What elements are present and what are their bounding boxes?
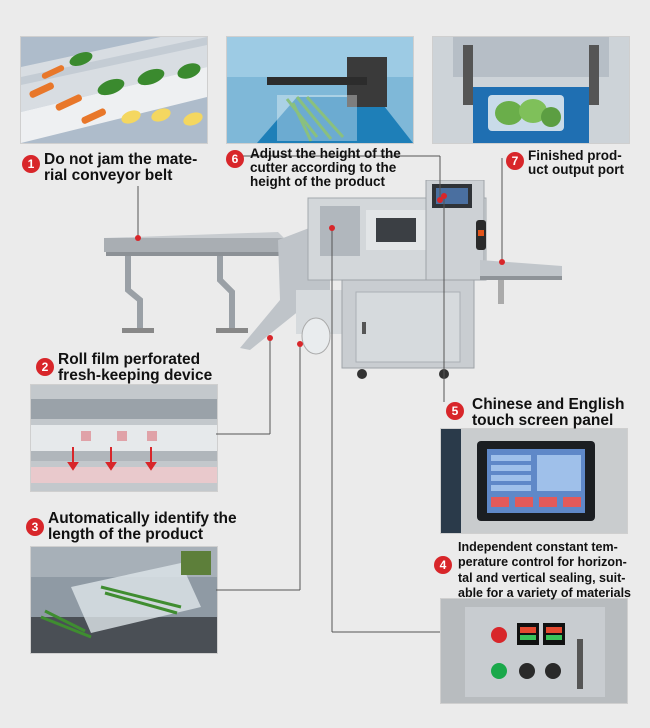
callout-label-2-line1: Roll film perforated [58,351,201,368]
anchor-dot-3 [297,341,303,347]
machine-illustration [100,179,566,400]
callout-label-3: Automatically identify the length of the… [48,511,237,543]
photo-touch-screen [440,428,628,534]
callout-label-2: Roll film perforated fresh-keeping devic… [58,352,212,384]
conveyor-illustration [21,37,207,143]
callout-label-6: Adjust the height of the cutter accordin… [250,147,401,188]
callout-label-3-line1: Automatically identify the [48,510,237,527]
output-illustration [433,37,629,143]
callout-number-4: 4 [434,556,452,574]
callout-label-5: Chinese and English touch screen panel [472,397,624,429]
callout-label-4: Independent constant tem- perature contr… [458,540,631,601]
callout-label-7-line1: Finished prod- [528,148,622,163]
callout-number-2: 2 [36,358,54,376]
callout-number-6: 6 [226,150,244,168]
callout-label-6-line1: Adjust the height of the [250,146,401,161]
callout-label-4-line4: able for a variety of materials [458,585,631,600]
photo-temperature-control [440,598,628,704]
callout-label-1-line2: rial conveyor belt [44,166,173,184]
callout-label-7: Finished prod- uct output port [528,149,624,177]
anchor-dot-2 [267,335,273,341]
perforator-illustration [31,385,217,491]
photo-film-perforator [30,384,218,492]
callout-label-5-line2: touch screen panel [472,411,614,429]
anchor-dot-4 [329,225,335,231]
anchor-dot-1 [135,235,141,241]
callout-label-7-line2: uct output port [528,161,624,177]
callout-label-6-line2: cutter according to the [250,159,397,175]
touch-screen-illustration [441,429,627,533]
callout-label-2-line2: fresh-keeping device [58,366,213,384]
callout-label-1: Do not jam the mate- rial conveyor belt [44,152,197,184]
photo-conveyor-belt [20,36,208,144]
anchor-dot-5 [441,193,447,199]
callout-label-4-line2: perature control for horizon- [458,555,627,570]
anchor-dot-7 [499,259,505,265]
photo-output-port [432,36,630,144]
callout-number-5: 5 [446,402,464,420]
callout-number-1: 1 [22,155,40,173]
length-detection-illustration [31,547,217,653]
callout-label-1-line1: Do not jam the mate- [44,151,198,168]
cutter-illustration [227,37,413,143]
photo-length-detection [30,546,218,654]
callout-number-7: 7 [506,152,524,170]
photo-cutter [226,36,414,144]
callout-label-3-line2: length of the product [48,525,203,543]
callout-label-4-line3: tal and vertical sealing, suit- [458,570,626,585]
callout-number-3: 3 [26,518,44,536]
temperature-control-illustration [441,599,627,703]
callout-label-6-line3: height of the product [250,173,385,189]
anchor-dot-6 [437,197,443,203]
callout-label-4-line1: Independent constant tem- [458,540,618,554]
callout-label-5-line1: Chinese and English [472,396,625,413]
